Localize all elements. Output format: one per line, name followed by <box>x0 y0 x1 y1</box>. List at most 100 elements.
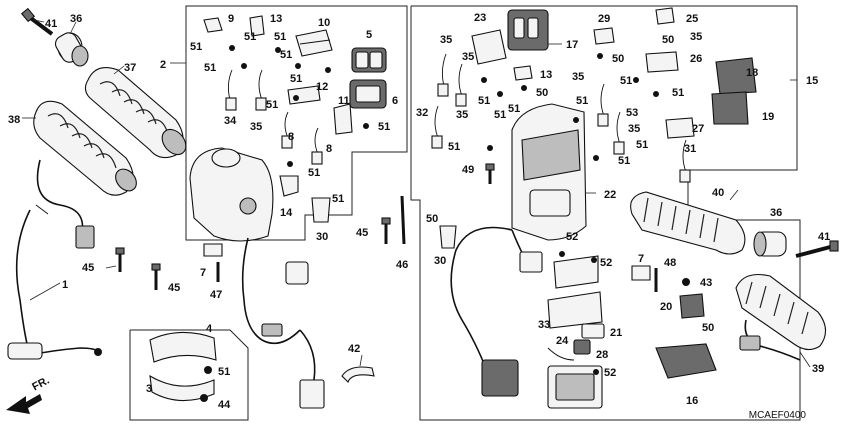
callout-35: 35 <box>690 31 702 43</box>
callout-15: 15 <box>806 75 818 87</box>
bolt-49 <box>485 163 495 184</box>
callout-51-bracket: 51 <box>332 193 344 205</box>
callout-51: 51 <box>508 103 520 115</box>
leader-lines <box>22 19 811 368</box>
callout-6: 6 <box>392 95 398 107</box>
callout-50: 50 <box>662 34 674 46</box>
callout-12: 12 <box>316 81 328 93</box>
switch-bracket-27 <box>665 117 695 139</box>
callout-51: 51 <box>280 49 292 61</box>
callout-35: 35 <box>250 121 262 133</box>
callout-3: 3 <box>146 383 152 395</box>
callout-35: 35 <box>440 34 452 46</box>
callout-53: 53 <box>626 107 638 119</box>
clip-7-left <box>203 243 223 257</box>
callout-35: 35 <box>456 109 468 121</box>
switch-box-16 <box>547 365 603 409</box>
switch-part-25 <box>655 7 675 25</box>
callout-20: 20 <box>660 301 672 313</box>
switch-plate-33 <box>547 255 603 329</box>
right-switch-housing-22 <box>511 103 587 241</box>
callout-50: 50 <box>702 322 714 334</box>
callout-51: 51 <box>266 99 278 111</box>
left-switch-housing <box>189 147 325 409</box>
callout-28: 28 <box>596 349 608 361</box>
right-switch-group-frame <box>410 5 801 421</box>
switch-lever-10 <box>295 29 333 57</box>
screw-43 <box>682 278 690 286</box>
callout-30: 30 <box>434 255 446 267</box>
bolt-45-mid <box>151 263 161 290</box>
right-lower-screws-52 <box>559 251 599 375</box>
callout-44: 44 <box>218 399 231 411</box>
callout-29: 29 <box>598 13 610 25</box>
callout-19: 19 <box>762 111 774 123</box>
bolt-46 <box>400 195 406 245</box>
callout-50: 50 <box>612 53 624 65</box>
callout-51: 51 <box>274 31 286 43</box>
diagram-code: MCAEF0400 <box>748 410 806 421</box>
bolt-45-left <box>115 247 125 272</box>
switch-part-24 <box>573 339 591 355</box>
wire-clip-30-left <box>311 197 331 223</box>
callout-51: 51 <box>494 109 506 121</box>
switch-cover-17 <box>507 9 549 51</box>
callout-13: 13 <box>540 69 552 81</box>
callout-22: 22 <box>604 189 616 201</box>
callout-32: 32 <box>416 107 428 119</box>
right-grip-40 <box>630 191 746 255</box>
callout-51: 51 <box>190 41 202 53</box>
switch-knob-13-right <box>513 65 533 81</box>
callout-50: 50 <box>426 213 438 225</box>
callout-50: 50 <box>536 87 548 99</box>
callout-41: 41 <box>45 18 57 30</box>
left-end-weight-36 <box>54 32 89 67</box>
right-bar-end-screw-41 <box>795 240 839 258</box>
switch-plate-18 <box>715 57 757 95</box>
callout-35: 35 <box>572 71 584 83</box>
switch-button-6 <box>349 79 387 109</box>
front-direction-arrow-icon <box>6 394 42 414</box>
bolt-45-right <box>381 217 391 244</box>
callout-18: 18 <box>746 67 758 79</box>
callout-51: 51 <box>478 95 490 107</box>
clamp-bolts <box>200 366 212 402</box>
callout-52: 52 <box>600 257 612 269</box>
callout-51: 51 <box>218 366 230 378</box>
callout-24: 24 <box>556 335 569 347</box>
callout-42: 42 <box>348 343 360 355</box>
callout-13: 13 <box>270 13 282 25</box>
clamp-upper-4 <box>149 331 217 363</box>
callout-7: 7 <box>200 267 206 279</box>
callout-14: 14 <box>280 207 293 219</box>
switch-assembly-23 <box>471 29 507 65</box>
callout-25: 25 <box>686 13 698 25</box>
callout-51: 51 <box>618 155 630 167</box>
callout-11: 11 <box>338 95 350 107</box>
callout-8: 8 <box>326 143 332 155</box>
callout-37: 37 <box>124 62 136 74</box>
callout-9: 9 <box>228 13 234 25</box>
left-screws-51 <box>229 45 369 167</box>
callout-17: 17 <box>566 39 578 51</box>
callout-43: 43 <box>700 277 712 289</box>
callout-51: 51 <box>636 139 648 151</box>
callout-2: 2 <box>160 59 166 71</box>
right-end-weight-36 <box>753 231 787 257</box>
callout-45: 45 <box>82 262 94 274</box>
callout-16: 16 <box>686 395 698 407</box>
callout-51: 51 <box>290 73 302 85</box>
callout-34: 34 <box>224 115 237 127</box>
bracket-20 <box>679 293 705 319</box>
callout-36: 36 <box>70 13 82 25</box>
callout-45: 45 <box>168 282 180 294</box>
callout-26: 26 <box>690 53 702 65</box>
callout-numbers: 41 36 37 38 1 45 2 9 13 10 51 51 51 51 5… <box>8 12 830 411</box>
heated-grip-39 <box>735 273 827 361</box>
callout-47: 47 <box>210 289 222 301</box>
callout-40: 40 <box>712 187 724 199</box>
callout-52: 52 <box>566 231 578 243</box>
callout-35: 35 <box>462 51 474 63</box>
switch-button-5 <box>351 47 387 73</box>
